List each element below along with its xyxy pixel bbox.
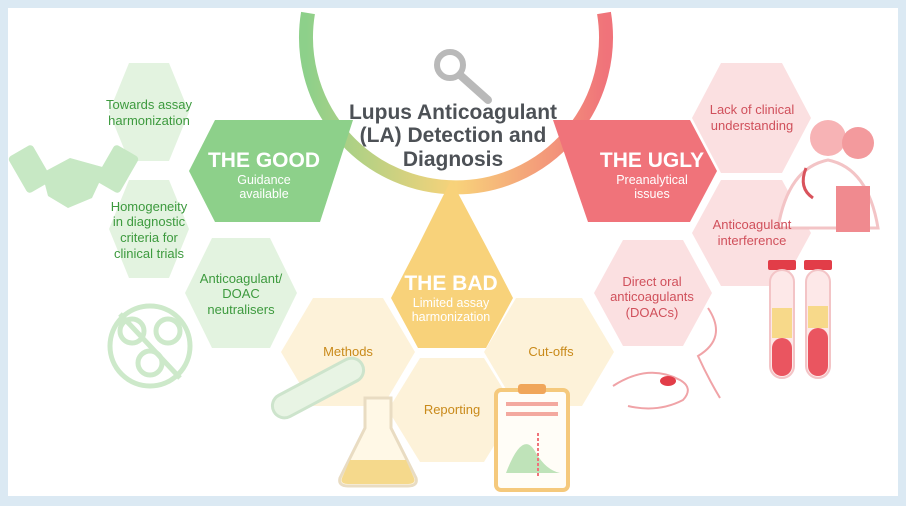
good-item-1: Towards assay harmonization [106, 97, 192, 128]
bad-pill-label: THE BAD Limited assay harmonization [398, 266, 504, 330]
test-tube-icon [270, 356, 366, 420]
good-pill [189, 120, 353, 222]
title-ring [299, 11, 613, 195]
good-hexagons [109, 63, 297, 348]
bad-item-methods: Methods [323, 344, 373, 360]
ugly-pill-label: THE UGLY Preanalytical issues [598, 140, 706, 210]
good-title: THE GOOD [207, 149, 320, 172]
doctors-icon [776, 120, 880, 232]
bad-item-reporting: Reporting [423, 402, 481, 418]
ugly-item-2: Anticoagulant interference [712, 217, 792, 248]
good-pill-label: THE GOOD Guidance available [203, 140, 325, 210]
bad-item-cutoffs: Cut-offs [528, 344, 574, 360]
ugly-hexagons [594, 63, 811, 346]
blood-tubes-icon [768, 260, 832, 379]
infographic-canvas [8, 11, 880, 492]
ugly-pill [553, 120, 717, 222]
pills-icon [107, 303, 193, 389]
bad-pill [391, 180, 513, 348]
ugly-item-3: Direct oral anticoagulants (DOACs) [610, 273, 694, 320]
flask-icon [338, 396, 418, 488]
ugly-item-1: Lack of clinical understanding [709, 102, 795, 133]
hand-pill-icon [612, 307, 721, 410]
good-item-3: Anticoagulant/ DOAC neutralisers [199, 270, 283, 317]
infographic-frame: Lupus Anticoagulant (LA) Detection and D… [8, 8, 898, 496]
handshake-icon [8, 145, 139, 208]
ugly-title: THE UGLY [599, 149, 705, 172]
good-item-2: Homogeneity in diagnostic criteria for c… [110, 198, 188, 261]
diagram-title: Lupus Anticoagulant (LA) Detection and D… [348, 101, 558, 171]
report-clipboard-icon [494, 384, 570, 492]
magnifying-glass-icon [434, 49, 492, 104]
bad-subtitle: Limited assay harmonization [411, 296, 491, 324]
good-subtitle: Guidance available [237, 173, 291, 201]
bad-title: THE BAD [404, 272, 498, 295]
ugly-subtitle: Preanalytical issues [616, 173, 688, 201]
